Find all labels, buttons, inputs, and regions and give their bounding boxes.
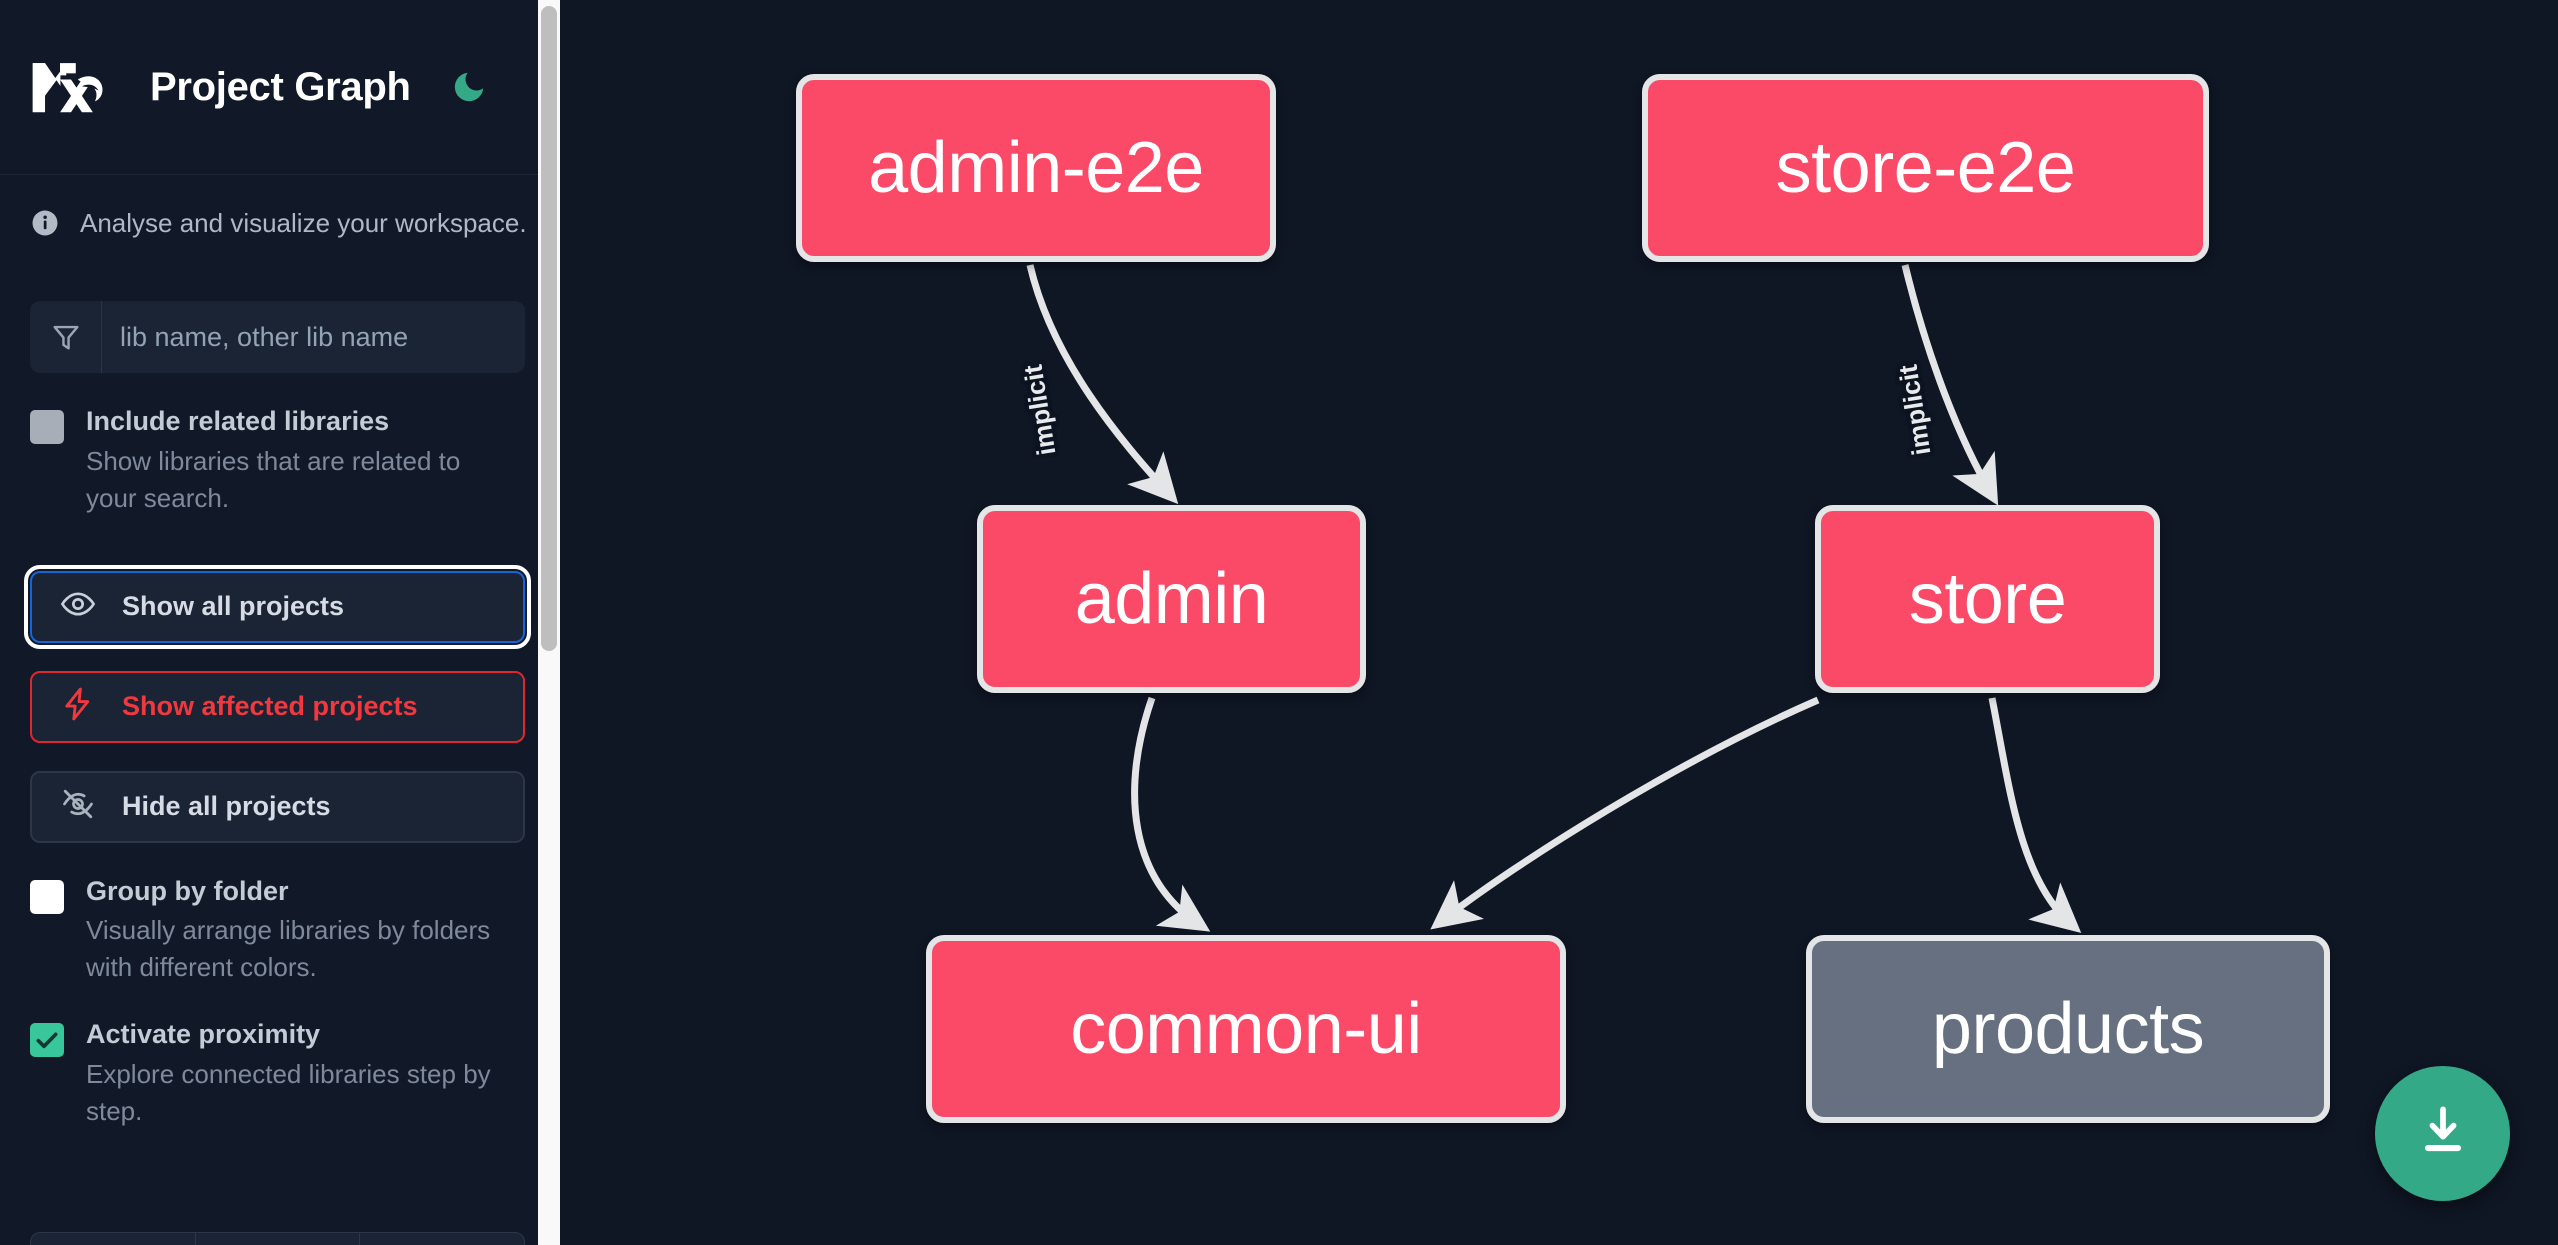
edge-store-e2e-to-store [1901, 264, 1999, 506]
proximity-step-segment[interactable] [30, 1232, 195, 1245]
proximity-step-button-group[interactable] [30, 1232, 526, 1245]
checkbox-texts: Activate proximity Explore connected lib… [86, 1018, 515, 1130]
page-title: Project Graph [150, 64, 411, 109]
checkbox-description: Visually arrange libraries by folders wi… [86, 915, 491, 983]
graph-node-store[interactable]: store [1815, 505, 2160, 693]
moon-icon[interactable] [447, 65, 491, 109]
checkbox-texts: Group by folder Visually arrange librari… [86, 875, 515, 987]
show-affected-projects-label: Show affected projects [122, 691, 418, 722]
sidebar-header: Project Graph [0, 0, 545, 175]
nx-logo-icon [30, 59, 112, 115]
eye-icon [60, 586, 96, 627]
sidebar-scroll-area: Project Graph Analy [0, 0, 545, 1245]
node-label: store [1908, 559, 2067, 639]
checkbox-box[interactable] [30, 410, 64, 444]
show-affected-projects-button[interactable]: Show affected projects [30, 670, 525, 743]
action-button-stack: Show all projects Show affected projects [24, 564, 531, 843]
proximity-step-segment[interactable] [194, 1232, 360, 1245]
eye-off-icon [60, 786, 96, 827]
hide-all-projects-button[interactable]: Hide all projects [30, 770, 525, 843]
tagline-text: Analyse and visualize your workspace. [80, 207, 527, 238]
filter-icon [30, 301, 102, 373]
node-label: products [1931, 989, 2205, 1069]
node-label: admin-e2e [868, 128, 1204, 208]
checkbox-group-by-folder[interactable]: Group by folder Visually arrange librari… [30, 875, 515, 987]
checkbox-box[interactable] [30, 879, 64, 914]
show-all-projects-button[interactable]: Show all projects [24, 564, 531, 649]
info-icon [30, 208, 60, 238]
filter-box[interactable] [30, 301, 525, 373]
checkbox-stack: Group by folder Visually arrange librari… [30, 875, 515, 1130]
edge-admin-e2e-to-admin [1026, 264, 1179, 505]
checkbox-activate-proximity[interactable]: Activate proximity Explore connected lib… [30, 1018, 515, 1130]
graph-edges [1026, 264, 2082, 934]
graph-node-products[interactable]: products [1806, 935, 2330, 1123]
graph-node-store-e2e[interactable]: store-e2e [1642, 74, 2209, 262]
check-icon [36, 1032, 58, 1049]
checkbox-label: Include related libraries [86, 406, 390, 436]
edge-store-to-common-ui [1430, 696, 1820, 930]
sidebar-panel: Analyse and visualize your workspace. [0, 175, 545, 1130]
checkbox-label: Activate proximity [86, 1019, 321, 1050]
edge-store-to-products [1988, 697, 2082, 934]
sidebar: Project Graph Analy [0, 0, 560, 1245]
show-all-projects-label: Show all projects [122, 591, 345, 622]
search-input[interactable] [102, 301, 525, 373]
checkbox-texts: Include related libraries Show libraries… [86, 405, 515, 517]
sidebar-scrollbar-thumb[interactable] [541, 6, 557, 651]
node-label: store-e2e [1775, 128, 2076, 208]
checkbox-label: Group by folder [86, 875, 289, 906]
edge-admin-to-common-ui [1131, 696, 1211, 932]
graph-node-admin-e2e[interactable]: admin-e2e [796, 74, 1276, 262]
node-label: common-ui [1070, 989, 1422, 1069]
download-icon [2412, 1100, 2474, 1167]
download-graph-button[interactable] [2375, 1066, 2510, 1201]
checkbox-description: Explore connected libraries step by step… [86, 1058, 491, 1126]
checkbox-include-related-libraries[interactable]: Include related libraries Show libraries… [30, 405, 515, 517]
graph-canvas[interactable]: admin-e2e store-e2e admin store common-u… [560, 0, 2558, 1245]
sidebar-scrollbar[interactable] [538, 0, 560, 1245]
graph-node-admin[interactable]: admin [977, 505, 1366, 693]
graph-node-common-ui[interactable]: common-ui [926, 935, 1566, 1123]
proximity-step-segment[interactable] [359, 1232, 526, 1245]
bolt-icon [60, 686, 96, 727]
node-label: admin [1074, 559, 1269, 639]
hide-all-projects-label: Hide all projects [122, 791, 331, 822]
checkbox-box[interactable] [30, 1023, 64, 1058]
tagline-row: Analyse and visualize your workspace. [30, 175, 527, 271]
checkbox-description: Show libraries that are related to your … [86, 445, 461, 513]
